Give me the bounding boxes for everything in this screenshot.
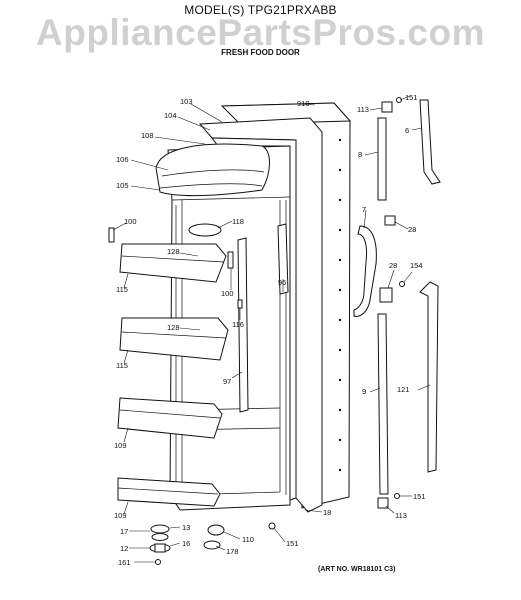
callout-161: 161 — [118, 558, 131, 567]
watermark: AppliancePartsPros.com — [36, 12, 485, 53]
callout-118: 118 — [232, 217, 244, 226]
bin-upper — [119, 243, 227, 283]
clip-100-right — [227, 251, 234, 269]
callout-28-bottom: 28 — [389, 261, 397, 270]
hinge-bracket-113-bottom — [377, 497, 389, 509]
bin-bottom — [117, 477, 221, 507]
side-rail-97 — [237, 237, 249, 413]
callout-910: 910 — [297, 99, 310, 108]
callout-106: 106 — [116, 155, 129, 164]
trim-6 — [419, 99, 441, 185]
callout-12: 12 — [120, 544, 128, 553]
callout-103: 103 — [180, 97, 193, 106]
callout-109-lower: 109 — [114, 441, 127, 450]
callout-151-top: 151 — [405, 93, 418, 102]
callout-115-upper: 115 — [116, 285, 128, 294]
handle-mount-28-bottom — [379, 287, 393, 303]
dairy-compartment — [155, 143, 270, 197]
trim-9 — [377, 313, 389, 495]
door-edge-holes — [338, 138, 342, 472]
callout-7: 7 — [362, 205, 366, 214]
trim-121 — [419, 281, 439, 473]
clip-100-left — [108, 227, 115, 243]
side-rail-96 — [277, 223, 289, 295]
callout-96: 96 — [278, 278, 286, 287]
callout-113-top: 113 — [357, 105, 369, 114]
callout-151-mid: 151 — [413, 492, 426, 501]
callout-17: 17 — [120, 527, 128, 536]
callout-108: 108 — [141, 131, 154, 140]
callout-113-bottom: 113 — [395, 511, 407, 520]
callout-121: 121 — [397, 385, 410, 394]
section-title: FRESH FOOD DOOR — [221, 48, 300, 57]
callout-116: 116 — [232, 320, 244, 329]
callout-109-bottom: 109 — [114, 511, 127, 520]
callout-labels: 910 103 104 108 106 105 100 118 128 115 … — [114, 93, 426, 567]
callout-100-right: 100 — [221, 289, 234, 298]
hinge-bracket-113-top — [381, 101, 393, 113]
handle-7 — [353, 225, 377, 317]
hinge-parts-bottom — [149, 522, 276, 565]
art-number: (ART NO. WR18101 C3) — [318, 566, 396, 573]
screw-154 — [399, 281, 405, 287]
callout-9: 9 — [362, 387, 366, 396]
callout-115-middle: 115 — [116, 361, 128, 370]
model-title: MODEL(S) TPG21PRXABB — [184, 3, 337, 17]
callout-28-top: 28 — [408, 225, 416, 234]
handle-mount-28-top — [384, 215, 396, 226]
leader-lines — [112, 95, 431, 563]
callout-128-upper: 128 — [167, 247, 180, 256]
screw-116 — [237, 299, 243, 309]
callout-100-left: 100 — [124, 217, 137, 226]
callout-154: 154 — [410, 261, 423, 270]
butter-door-118 — [188, 223, 222, 237]
callout-178: 178 — [226, 547, 239, 556]
callout-13: 13 — [182, 523, 190, 532]
callout-8: 8 — [358, 150, 362, 159]
trim-8 — [377, 117, 387, 201]
screw-151-mid — [394, 493, 400, 499]
callout-97: 97 — [223, 377, 231, 386]
callout-6: 6 — [405, 126, 409, 135]
callout-110: 110 — [242, 535, 254, 544]
callout-18: 18 — [323, 508, 331, 517]
callout-151-bottom: 151 — [286, 539, 299, 548]
bin-middle — [119, 317, 229, 361]
callout-105: 105 — [116, 181, 129, 190]
callout-128-middle: 128 — [167, 323, 180, 332]
callout-104: 104 — [164, 111, 177, 120]
screw-151-top — [396, 97, 402, 103]
callout-16: 16 — [182, 539, 190, 548]
bin-lower — [117, 397, 223, 439]
